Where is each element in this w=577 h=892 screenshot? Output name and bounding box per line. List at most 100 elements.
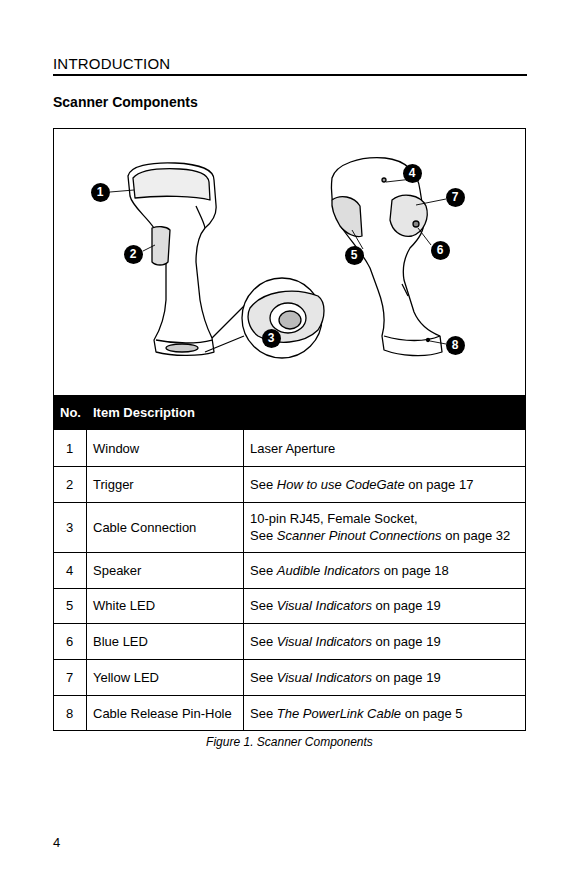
cross-reference: The PowerLink Cable xyxy=(277,706,401,721)
table-cell: Speaker xyxy=(86,552,243,588)
scanner-rear-view xyxy=(331,158,442,356)
cell-text: See xyxy=(250,528,273,543)
table-cell: SeeHow to use CodeGateon page 17 xyxy=(243,466,526,502)
callout-text: 6 xyxy=(437,243,444,257)
cell-line: SeeVisual Indicatorson page 19 xyxy=(250,669,519,686)
cell-text: on page 19 xyxy=(376,598,441,613)
callout-text: 8 xyxy=(452,338,459,352)
cell-text: Yellow LED xyxy=(93,670,159,685)
table-cell: 2 xyxy=(53,466,86,502)
table-cell: 3 xyxy=(53,502,86,552)
cell-line: Speaker xyxy=(93,562,236,579)
cell-line: Item Description xyxy=(93,404,519,421)
cell-text: 10-pin RJ45, Female Socket, xyxy=(250,511,418,526)
figure-title: Scanner Components xyxy=(53,94,198,110)
cell-line: 10-pin RJ45, Female Socket, xyxy=(250,510,519,527)
cell-text: Cable Release Pin-Hole xyxy=(93,706,232,721)
cell-line: SeeThe PowerLink Cableon page 5 xyxy=(250,705,519,722)
cell-text: See xyxy=(250,634,273,649)
cell-text: 4 xyxy=(66,563,73,578)
table-cell: Trigger xyxy=(86,466,243,502)
table-cell: 6 xyxy=(53,623,86,659)
cell-text: See xyxy=(250,598,273,613)
cell-line: 7 xyxy=(60,669,79,686)
cell-line: Blue LED xyxy=(93,633,236,650)
callout-number: 6 xyxy=(431,241,450,260)
table-cell: See Visual Indicators on page 19 xyxy=(243,588,526,623)
cell-text: on page 18 xyxy=(384,563,449,578)
cell-text: on page 19 xyxy=(376,634,441,649)
table-cell: 7 xyxy=(53,659,86,695)
callout-text: 2 xyxy=(130,247,137,261)
cell-text: 8 xyxy=(66,706,73,721)
cell-line: Cable Connection xyxy=(93,519,236,536)
table-cell: 10-pin RJ45, Female Socket, See Scanner Pi… xyxy=(243,502,526,552)
cell-line: Cable Release Pin-Hole xyxy=(93,705,236,722)
cell-text: 3 xyxy=(66,520,73,535)
table-cell: SeeThe PowerLink Cableon page 5 xyxy=(243,695,526,731)
table-cell: SeeVisual Indicatorson page 19 xyxy=(243,659,526,695)
cross-reference: Audible Indicators xyxy=(277,563,380,578)
cell-text: Speaker xyxy=(93,563,141,578)
callout-number: 8 xyxy=(446,336,465,355)
cross-reference: How to use CodeGate xyxy=(277,477,405,492)
cell-text: Trigger xyxy=(93,477,134,492)
cell-text: 5 xyxy=(66,598,73,613)
cell-line: SeeHow to use CodeGateon page 17 xyxy=(250,476,519,493)
table-cell: Laser Aperture xyxy=(243,430,526,466)
figure-frame xyxy=(54,129,526,731)
cell-text: See xyxy=(250,670,273,685)
cell-line: See Audible Indicators on page 18 xyxy=(250,562,519,579)
cross-reference: Visual Indicators xyxy=(277,634,372,649)
cell-text: See xyxy=(250,563,273,578)
figure-caption: Figure 1. Scanner Components xyxy=(53,735,526,749)
callout-number: 3 xyxy=(262,329,281,348)
cell-text: on page 19 xyxy=(376,670,441,685)
callout-text: 4 xyxy=(409,166,416,180)
cell-text: 6 xyxy=(66,634,73,649)
cell-line: See Visual Indicators on page 19 xyxy=(250,633,519,650)
cell-text: 2 xyxy=(66,477,73,492)
cell-text: 7 xyxy=(66,670,73,685)
table-cell: 8 xyxy=(53,695,86,731)
section-header: INTRODUCTION xyxy=(53,55,170,72)
table-cell: Cable Connection xyxy=(86,502,243,552)
cell-line: See Scanner Pinout Connectionson page 32 xyxy=(250,527,519,544)
table-header-cell: No. xyxy=(53,395,86,430)
callout-number: 2 xyxy=(124,245,143,264)
cell-line: 8 xyxy=(60,705,79,722)
header-rule xyxy=(53,74,527,76)
callout-number: 1 xyxy=(91,183,110,202)
table-cell: 5 xyxy=(53,588,86,623)
cell-line: 3 xyxy=(60,519,79,536)
table-grid xyxy=(53,395,526,731)
cell-line: 6 xyxy=(60,633,79,650)
cell-text: Item Description xyxy=(93,405,195,420)
cross-reference: Visual Indicators xyxy=(277,598,372,613)
table-cell: 1 xyxy=(53,430,86,466)
callout-number: 4 xyxy=(403,164,422,183)
cell-text: on page 17 xyxy=(408,477,473,492)
cell-text: 1 xyxy=(66,441,73,456)
cell-line: 5 xyxy=(60,597,79,614)
cell-line: Trigger xyxy=(93,476,236,493)
callout-number: 5 xyxy=(345,246,364,265)
cell-text: on page 32 xyxy=(445,528,510,543)
cell-line: No. xyxy=(60,404,79,421)
cell-text: See xyxy=(250,706,273,721)
callout-text: 7 xyxy=(452,190,459,204)
cross-reference: Scanner Pinout Connections xyxy=(277,528,442,543)
cell-line: 2 xyxy=(60,476,79,493)
cable-connection-detail xyxy=(205,278,324,358)
cell-line: 1 xyxy=(60,440,79,457)
page-number: 4 xyxy=(53,835,60,850)
table-cell: See Visual Indicators on page 19 xyxy=(243,623,526,659)
cell-text: White LED xyxy=(93,598,155,613)
table-cell: See Audible Indicators on page 18 xyxy=(243,552,526,588)
callout-number: 7 xyxy=(446,188,465,207)
table-cell: Yellow LED xyxy=(86,659,243,695)
cell-line: Yellow LED xyxy=(93,669,236,686)
cell-line: 4 xyxy=(60,562,79,579)
table-cell: White LED xyxy=(86,588,243,623)
cell-line: Laser Aperture xyxy=(250,440,519,457)
